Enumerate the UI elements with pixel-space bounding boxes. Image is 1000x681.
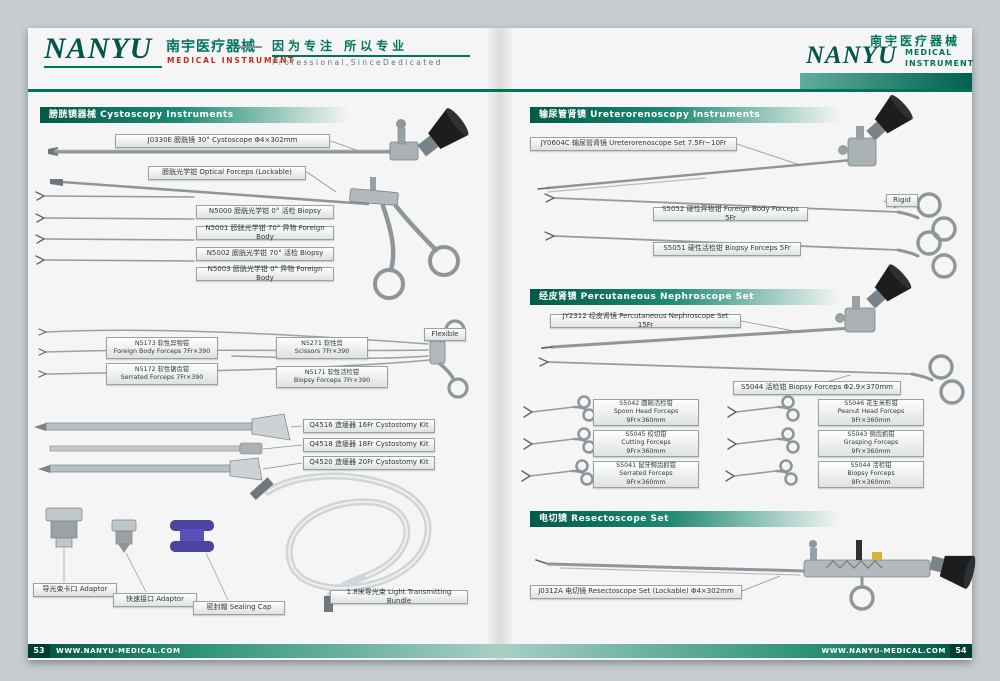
slogan-en: P r o f e s s i o n a l , S i n c e D e …: [272, 58, 441, 67]
section-title-cystoscopy: 膀胱镜器械 Cystoscopy Instruments: [49, 110, 234, 120]
brand-sub1-right: MEDICAL: [905, 48, 953, 57]
label-s5045: S5045 绞切钳 Cutting Forceps 9Fr×360mm: [593, 430, 699, 457]
flexible-forceps-illustration: [38, 319, 469, 399]
slogan-rule: [272, 55, 470, 57]
label-s5051: S5051 硬性活检钳 Biopsy Forceps 5Fr: [653, 242, 801, 256]
label-n5003: N5003 膀胱光学钳 0° 异物 Foreign Body: [196, 265, 334, 282]
mini-forceps-biopsy-illustration: [725, 459, 798, 486]
optical-forceps-illustration: [35, 171, 460, 300]
mini-forceps-cutting-illustration: [523, 427, 596, 454]
label-s5041: S5041 鼠牙鳄齿抓钳 Serrated Forceps 9Fr×360mm: [593, 461, 699, 488]
label-n5173: N5173 软性异物钳 Foreign Body Forceps 7Fr×390: [106, 337, 218, 359]
percutaneous-biopsy-forceps-illustration: [538, 354, 965, 405]
mini-forceps-spoon-illustration: [523, 395, 596, 422]
section-banner-ureteroscopy: 输尿管肾镜 Ureterorenoscopy Instruments: [530, 107, 839, 123]
section-banner-cystoscopy: 膀胱镜器械 Cystoscopy Instruments: [40, 107, 349, 123]
label-jy0604c: JY0604C 输尿管肾镜 Ureterorenoscope Set 7.5Fr…: [530, 137, 737, 151]
label-s5042: S5042 圆碗活检钳 Spoon Head Forceps 9Fr×360mm: [593, 399, 699, 426]
resectoscope-illustration: [535, 540, 976, 611]
label-j0312a: J0312A 电切镜 Resectoscope Set (Lockable) Φ…: [530, 585, 742, 599]
brand-underline-left: [44, 66, 162, 68]
brand-logo-left: NANYU: [44, 32, 153, 65]
nephroscope-illustration: [541, 264, 912, 349]
label-n5172: N5172 软性锯齿钳 Serrated Forceps 7Fr×390: [106, 363, 218, 385]
mini-forceps-serrated-illustration: [521, 459, 594, 486]
label-optical-forceps: 膀胱光学钳 Optical Forceps (Lockable): [148, 166, 306, 180]
label-q4518: Q4518 造瘘器 18Fr Cystostomy Kit: [303, 438, 435, 452]
label-rigid: Rigid: [886, 194, 918, 207]
header-rule: [28, 89, 972, 92]
label-q4520: Q4520 造瘘器 20Fr Cystostomy Kit: [303, 456, 435, 470]
cystostomy-kit-illustration: [34, 413, 303, 481]
label-n5001: N5001 膀胱光学钳 70° 异物 Foreign Body: [196, 224, 334, 241]
section-title-resectoscope: 电切镜 Resectoscope Set: [539, 514, 669, 524]
label-flexible: Flexible: [424, 328, 466, 341]
section-banner-resectoscope: 电切镜 Resectoscope Set: [530, 511, 839, 527]
label-q4516: Q4516 造瘘器 16Fr Cystostomy Kit: [303, 419, 435, 433]
brand-sub2-right: INSTRUMENT: [905, 59, 975, 68]
footer-site-right: WWW.NANYU-MEDICAL.COM: [821, 647, 946, 655]
label-n5002: N5002 膀胱光学钳 70° 活检 Biopsy: [196, 247, 334, 261]
header-teal-band: [800, 73, 972, 89]
label-light-bundle: 1.8米导光束 Light Transmitting Bundle: [330, 588, 468, 605]
label-jy2312: JY2312 经皮肾镜 Percutaneous Nephroscope Set…: [550, 312, 741, 329]
footer-bar: [28, 644, 972, 658]
slogan-cn: 因为专注 所以专业: [272, 39, 409, 53]
brand-sub-left: MEDICAL INSTRUMENT: [167, 56, 296, 65]
section-title-ureteroscopy: 输尿管肾镜 Ureterorenoscopy Instruments: [539, 110, 761, 120]
cystoscope-illustration: [48, 108, 469, 161]
page-number-left: 53: [28, 644, 50, 658]
label-adaptor-bayonet: 导光束卡口 Adaptor: [33, 583, 117, 597]
label-s5052: S5052 硬性异物钳 Foreign Body Forceps 5Fr: [653, 205, 808, 222]
rigid-forceps-illustration: [544, 192, 957, 279]
ureteroscope-illustration: [537, 94, 913, 193]
brand-cn-left: 南宇医疗器械: [166, 39, 256, 55]
label-s5043: S5043 侧齿抓钳 Grasping Forceps 9Fr×360mm: [818, 430, 924, 457]
label-adaptor-quick: 快速接口 Adaptor: [113, 593, 197, 607]
slogan-dash: [236, 46, 262, 48]
section-banner-nephroscope: 经皮肾镜 Percutaneous Nephroscope Set: [530, 289, 839, 305]
brand-cn-right: 南宇医疗器械: [869, 34, 960, 48]
label-n5171: N5171 软性活检钳 Biopsy Forceps 7Fr×390: [276, 366, 388, 388]
section-title-nephroscope: 经皮肾镜 Percutaneous Nephroscope Set: [539, 292, 755, 302]
footer-site-left: WWW.NANYU-MEDICAL.COM: [56, 647, 181, 655]
label-s5044-long: S5044 活检钳 Biopsy Forceps Φ2.9×370mm: [733, 381, 901, 395]
light-bundle-illustration: [249, 472, 432, 612]
brand-logo-right: NANYU: [806, 42, 898, 69]
mini-forceps-peanut-illustration: [727, 395, 800, 422]
label-n5271: N5271 软性剪 Scissors 7Fr×390: [276, 337, 368, 359]
label-s5046: S5046 花生米形钳 Peanut Head Forceps 9Fr×360m…: [818, 399, 924, 426]
mini-forceps-grasping-illustration: [727, 427, 800, 454]
label-sealing-cap: 密封帽 Sealing Cap: [193, 601, 285, 615]
label-cystoscope: J0330E 膀胱镜 30° Cystoscope Φ4×302mm: [115, 134, 330, 148]
label-n5000: N5000 膀胱光学钳 0° 活检 Biopsy: [196, 205, 334, 219]
label-s5044: S5044 活检钳 Biopsy Forceps 9Fr×360mm: [818, 461, 924, 488]
page-gutter: [486, 28, 514, 660]
page-number-right: 54: [950, 644, 972, 658]
connector-parts-illustration: [45, 507, 229, 601]
